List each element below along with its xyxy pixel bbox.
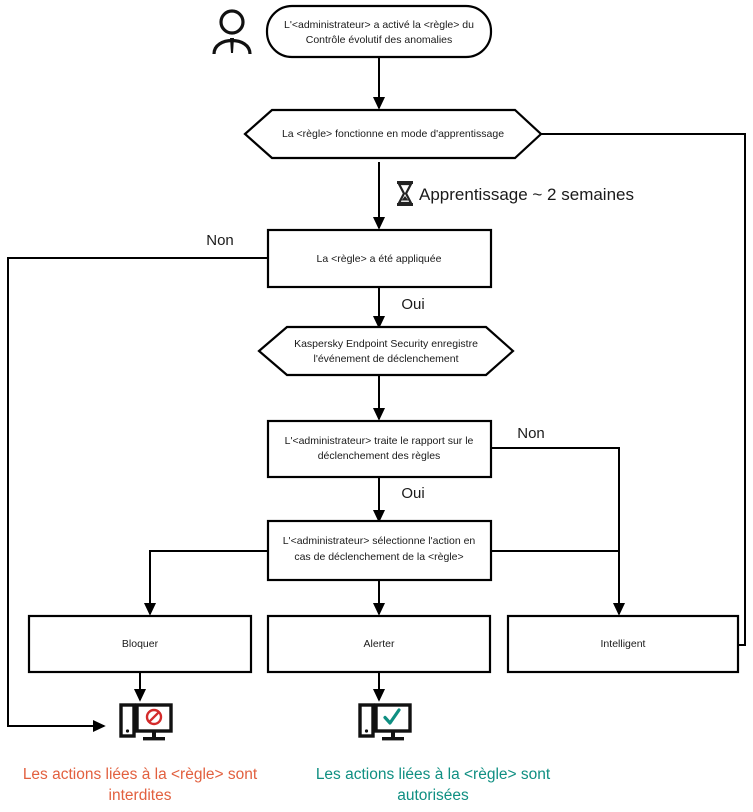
hourglass-icon <box>397 181 413 206</box>
edge-select-to-smart <box>491 550 620 614</box>
node-report-line-1: L'<administrateur> traite le rapport sur… <box>285 435 474 447</box>
node-smart-label: Intelligent <box>601 638 646 650</box>
allowed-caption-line-2: autorisées <box>397 787 469 804</box>
node-rule-applied[interactable]: La <règle> a été appliquée <box>266 228 493 289</box>
node-smart[interactable]: Intelligent <box>506 614 740 674</box>
node-start-line-1: L'<administrateur> a activé la <règle> d… <box>284 19 474 31</box>
edge-smart-to-learning-loop <box>514 127 746 646</box>
edge-select-to-block <box>143 550 268 616</box>
node-alert[interactable]: Alerter <box>266 614 492 674</box>
node-kes-line-1: Kaspersky Endpoint Security enregistre <box>294 338 478 350</box>
person-icon <box>212 9 252 55</box>
blocked-caption-line-2: interdites <box>109 787 172 804</box>
node-kes-line-2: l'événement de déclenchement <box>313 353 458 365</box>
connector-layer <box>7 57 746 733</box>
node-select-action-line-1: L'<administrateur> sélectionne l'action … <box>283 535 476 547</box>
node-rule-applied-line-1: La <règle> a été appliquée <box>317 253 442 265</box>
learning-duration-text: Apprentissage ~ 2 semaines <box>419 185 634 204</box>
edge-label-rule-applied-no: Non <box>206 232 234 249</box>
node-start[interactable]: L'<administrateur> a activé la <règle> d… <box>265 4 493 59</box>
node-admin-processes-report[interactable]: L'<administrateur> traite le rapport sur… <box>266 419 493 479</box>
allowed-outcome-caption: Les actions liées à la <règle> sont auto… <box>316 766 551 804</box>
monitor-allowed-icon <box>358 703 412 741</box>
check-mark <box>383 708 401 725</box>
edge-label-report-no: Non <box>517 425 545 442</box>
learning-duration-label: Apprentissage ~ 2 semaines <box>397 181 634 206</box>
edge-label-rule-applied-yes: Oui <box>401 296 424 313</box>
edge-label-report-yes: Oui <box>401 485 424 502</box>
node-select-action-line-2: cas de déclenchement de la <règle> <box>294 551 463 563</box>
node-report-line-2: déclenchement des règles <box>318 450 441 462</box>
node-block-label: Bloquer <box>122 638 159 650</box>
edge-report-no-to-smart <box>491 447 626 616</box>
edge-rule-applied-no-to-blocked <box>7 257 268 733</box>
blocked-caption-line-1: Les actions liées à la <règle> sont <box>23 766 258 783</box>
monitor-blocked-icon <box>119 703 173 741</box>
allowed-caption-line-1: Les actions liées à la <règle> sont <box>316 766 551 783</box>
node-block[interactable]: Bloquer <box>27 614 253 674</box>
node-alert-label: Alerter <box>364 638 395 650</box>
node-start-line-2: Contrôle évolutif des anomalies <box>306 34 453 46</box>
blocked-outcome-caption: Les actions liées à la <règle> sont inte… <box>23 766 258 804</box>
node-learning-mode[interactable]: La <règle> fonctionne en mode d'apprenti… <box>243 108 543 160</box>
node-admin-selects-action[interactable]: L'<administrateur> sélectionne l'action … <box>266 519 493 582</box>
node-kes-records-event[interactable]: Kaspersky Endpoint Security enregistre l… <box>257 325 515 377</box>
prohibition-sign <box>145 708 163 726</box>
node-learning-mode-line-1: La <règle> fonctionne en mode d'apprenti… <box>282 128 504 140</box>
